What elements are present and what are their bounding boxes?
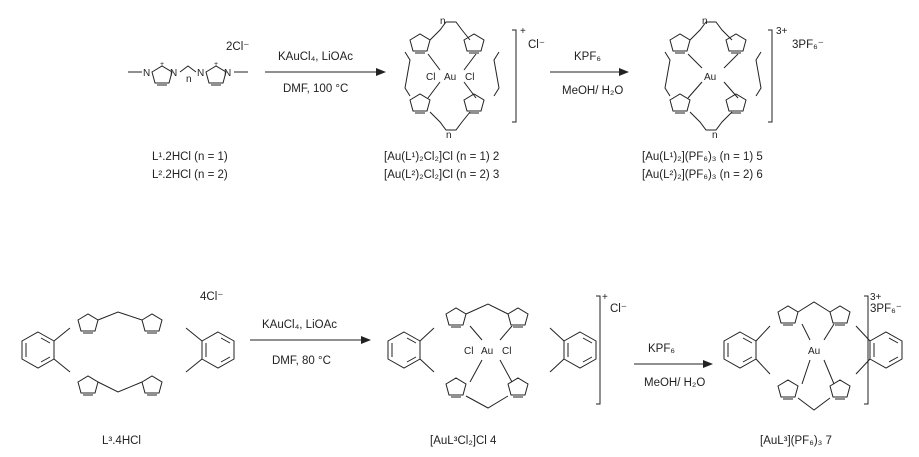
svg-text:Au: Au: [808, 346, 820, 357]
complex-b-counterion-bottom: 3PF₆⁻: [870, 303, 902, 315]
conditions-top-2: MeOH/ H₂O: [562, 85, 623, 97]
svg-text:Cl: Cl: [426, 72, 435, 83]
svg-text:N: N: [170, 68, 177, 79]
svg-text:N: N: [224, 68, 231, 79]
svg-text:N: N: [197, 68, 204, 79]
svg-text:Au: Au: [704, 72, 716, 83]
svg-text:Cl: Cl: [464, 346, 473, 357]
complex-2-3-structure: n n Cl Au Cl: [404, 16, 517, 141]
complex-label-3: [Au(L²)₂Cl₂]Cl (n = 2) 3: [384, 169, 499, 181]
svg-text:+: +: [160, 61, 164, 68]
complex-4-structure: Cl Au Cl: [387, 295, 601, 409]
conditions-bottom-1: DMF, 80 °C: [272, 355, 331, 367]
complex-a-charge-bottom: +: [602, 292, 608, 303]
complex-7-structure: Au: [723, 295, 903, 411]
svg-text:n: n: [712, 130, 718, 141]
svg-text:n: n: [186, 74, 192, 85]
complex-label-2: [Au(L¹)₂Cl₂]Cl (n = 1) 2: [384, 151, 499, 163]
svg-text:Au: Au: [481, 346, 493, 357]
conditions-bottom-2: MeOH/ H₂O: [644, 377, 705, 389]
complex-a-counterion-bottom: Cl⁻: [610, 303, 627, 315]
svg-text:+: +: [214, 61, 218, 68]
complex-5-6-structure: n n Au: [664, 16, 773, 141]
reagents-bottom-1: KAuCl₄, LiOAc: [262, 319, 337, 331]
svg-text:N: N: [143, 68, 150, 79]
svg-text:n: n: [702, 16, 708, 27]
complex-label-7: [AuL³](PF₆)₃ 7: [760, 435, 832, 447]
complex-b-charge-top: 3+: [776, 26, 788, 37]
svg-text:n: n: [440, 16, 446, 27]
ligand-label-l1: L¹.2HCl (n = 1): [152, 151, 228, 163]
ligand-label-l3: L³.4HCl: [102, 435, 141, 447]
ligand-l3-structure: [21, 311, 235, 396]
reagents-bottom-2: KPF₆: [648, 343, 675, 355]
ligand-l3-counterion: 4Cl⁻: [200, 291, 223, 303]
svg-text:Cl: Cl: [502, 346, 511, 357]
reagents-top-2: KPF₆: [574, 51, 601, 63]
complex-a-counterion-top: Cl⁻: [528, 39, 545, 51]
svg-text:n: n: [446, 130, 452, 141]
conditions-top-1: DMF, 100 °C: [283, 83, 348, 95]
complex-label-4: [AuL³Cl₂]Cl 4: [430, 435, 497, 447]
complex-b-charge-bottom: 3+: [870, 292, 882, 303]
ligand-label-l2: L².2HCl (n = 2): [152, 169, 228, 181]
ligand-l1-l2-structure: N + N n N + N: [128, 61, 248, 86]
complex-label-6: [Au(L²)₂](PF₆)₃ (n = 2) 6: [642, 169, 763, 181]
complex-label-5: [Au(L¹)₂](PF₆)₃ (n = 1) 5: [642, 151, 763, 163]
svg-text:Cl: Cl: [465, 72, 474, 83]
complex-b-counterion-top: 3PF₆⁻: [792, 39, 824, 51]
svg-text:Au: Au: [444, 72, 456, 83]
complex-a-charge-top: +: [520, 26, 526, 37]
ligand-counterion: 2Cl⁻: [226, 41, 249, 53]
reagents-top-1: KAuCl₄, LiOAc: [278, 51, 353, 63]
